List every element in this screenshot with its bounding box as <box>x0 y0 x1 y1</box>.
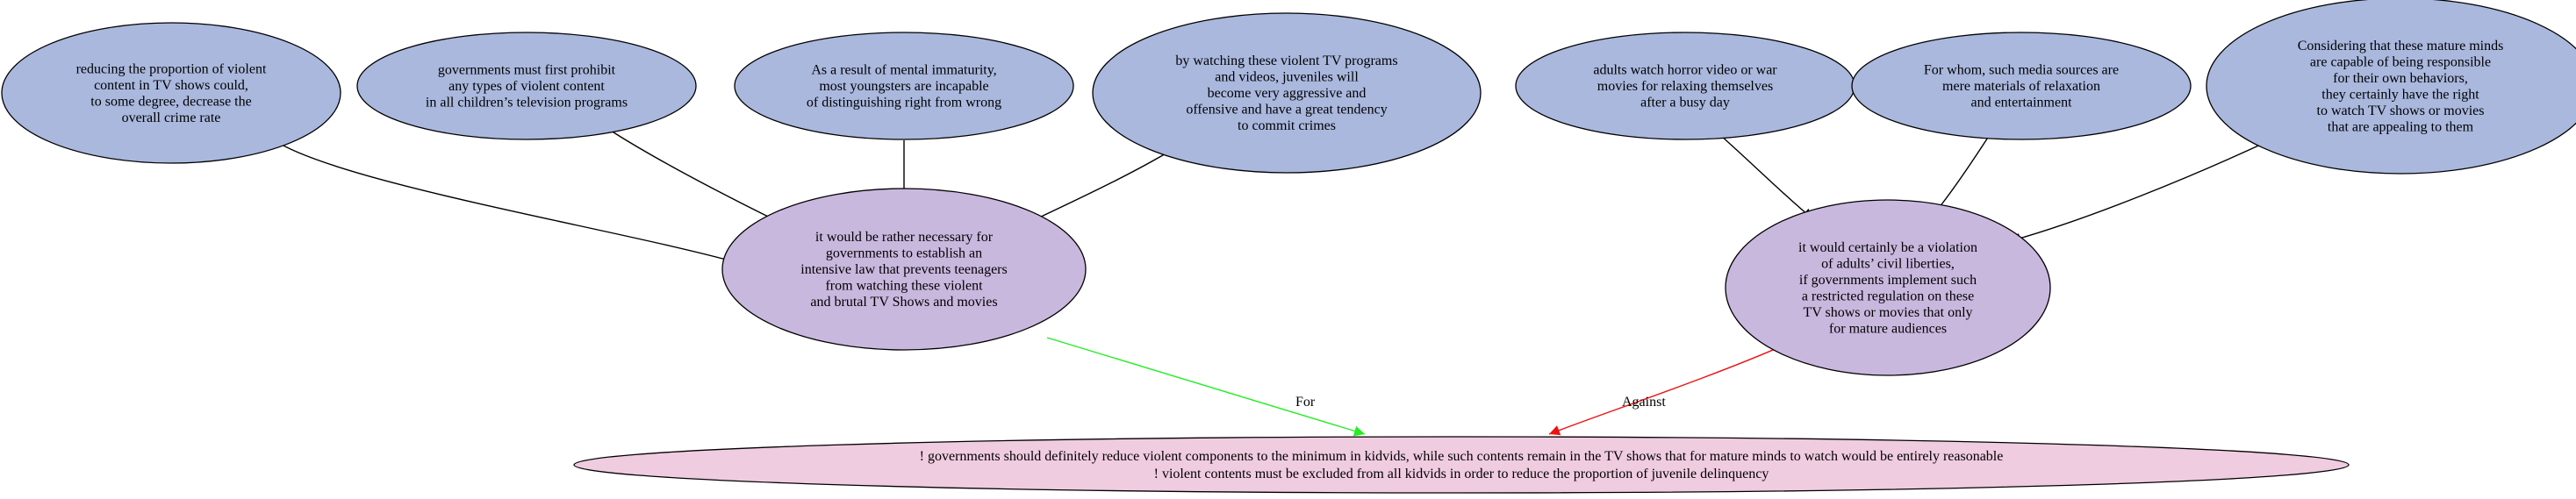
node-text-line: adults watch horror video or war <box>1593 63 1777 78</box>
edge-p7-i2 <box>2009 141 2267 244</box>
node-text-line: to some degree, decrease the <box>90 94 251 109</box>
node-text-line: after a busy day <box>1640 96 1730 110</box>
node-text-line: movies for relaxing themselves <box>1597 79 1773 94</box>
node-text-line: and videos, juveniles will <box>1215 70 1359 85</box>
node-text-line: TV shows or movies that only <box>1803 305 1972 320</box>
node-text-line: they certainly have the right <box>2321 87 2479 102</box>
node-text-line: a restricted regulation on these <box>1802 289 1974 303</box>
node-text-line: become very aggressive and <box>1208 86 1367 101</box>
premise-node-p1[interactable]: reducing the proportion of violent conten… <box>1 22 341 164</box>
node-text-line: and entertainment <box>1970 96 2072 110</box>
edge-line-i1-c1 <box>1046 337 1366 437</box>
edge-label-against: Against <box>1622 395 1666 410</box>
node-text-line: by watching these violent TV programs <box>1175 53 1397 68</box>
intermediate-ellipse <box>1725 199 2051 376</box>
premise-ellipse <box>1 22 341 164</box>
node-text-line: in all children’s television programs <box>426 96 628 110</box>
premise-ellipse <box>734 32 1074 140</box>
node-text-line: Considering that these mature minds <box>2298 39 2504 53</box>
node-text-line: reducing the proportion of violent <box>76 61 267 76</box>
node-text-line: As a result of mental immaturity, <box>811 63 996 78</box>
edge-line-p7-i2 <box>2009 141 2267 244</box>
node-text-line: intensive law that prevents teenagers <box>800 262 1007 277</box>
premise-ellipse <box>2206 0 2576 175</box>
node-text-line: most youngsters are incapable <box>819 79 988 94</box>
premise-node-p3[interactable]: As a result of mental immaturity,most yo… <box>734 32 1074 140</box>
node-text-line: for mature audiences <box>1829 321 1947 336</box>
node-text-line: for their own behaviors, <box>2333 71 2468 86</box>
edge-p5-i2 <box>1712 128 1814 220</box>
node-text-line: governments to establish an <box>826 246 982 261</box>
edge-line-p5-i2 <box>1712 128 1814 220</box>
node-text-line: and brutal TV Shows and movies <box>810 295 997 310</box>
node-text-line: content in TV shows could, <box>94 78 248 93</box>
node-text-line: of distinguishing right from wrong <box>807 96 1001 110</box>
premise-ellipse <box>1092 12 1482 174</box>
edge-line-p1-i1 <box>265 133 740 266</box>
conclusion-node-c1[interactable]: ! governments should definitely reduce v… <box>573 436 2350 494</box>
node-text-line: ! governments should definitely reduce v… <box>920 449 2004 464</box>
premise-node-p4[interactable]: by watching these violent TV programs and… <box>1092 12 1482 174</box>
node-text-line: it would certainly be a violation <box>1798 240 1977 255</box>
edge-line-i2-c1 <box>1548 344 1786 436</box>
node-text-line: overall crime rate <box>122 110 221 125</box>
node-text-line: mere materials of relaxation <box>1942 79 2100 94</box>
edge-i2-c1: Against <box>1548 344 1786 436</box>
node-text-line: ! violent contents must be excluded from… <box>1154 467 1769 481</box>
edge-p1-i1 <box>265 133 740 266</box>
edge-label-for: For <box>1295 395 1316 410</box>
node-text-line: offensive and have a great tendency <box>1186 103 1387 118</box>
premise-ellipse <box>1851 32 2192 140</box>
node-text-line: of adults’ civil liberties, <box>1821 256 1955 271</box>
intermediate-node-i1[interactable]: it would be rather necessary forgovernme… <box>721 188 1087 351</box>
node-text-line: any types of violent content <box>448 79 605 94</box>
node-text-line: if governments implement such <box>1799 273 1977 288</box>
node-text-line: from watching these violent <box>825 279 983 294</box>
node-text-line: it would be rather necessary for <box>815 230 994 245</box>
node-text-line: governments must first prohibit <box>438 63 616 78</box>
intermediate-ellipse <box>721 188 1087 351</box>
node-text-line: to watch TV shows or movies <box>2317 103 2485 118</box>
node-text-line: to commit crimes <box>1238 118 1336 133</box>
node-text-line: are capable of being responsible <box>2310 54 2491 69</box>
edge-i1-c1: For <box>1046 337 1366 437</box>
node-text-line: For whom, such media sources are <box>1924 63 2119 78</box>
premise-ellipse <box>356 32 697 140</box>
node-text-line: that are appealing to them <box>2328 119 2474 134</box>
edge-layer: For Against <box>265 128 2267 437</box>
conclusion-ellipse <box>573 436 2350 494</box>
